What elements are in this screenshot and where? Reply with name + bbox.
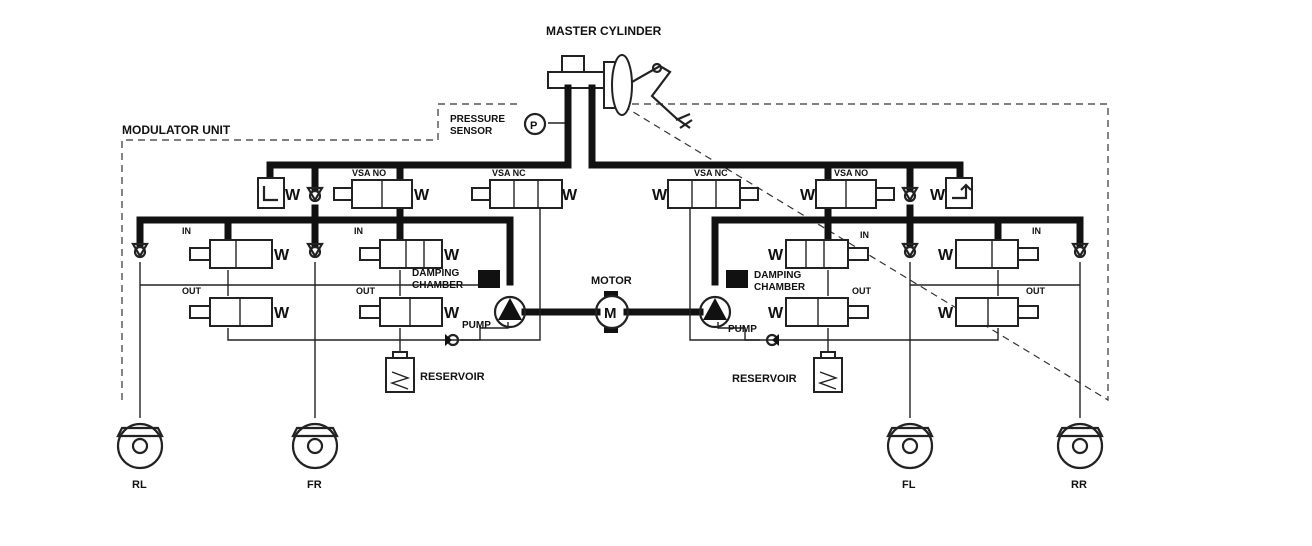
rr-inlet-valve	[955, 239, 1039, 269]
pressure-sensor-symbol: P	[530, 120, 537, 132]
fl-out-label: OUT	[852, 286, 872, 296]
spring-fr-inlet: W	[444, 247, 460, 264]
spring-fr-outlet: W	[444, 305, 460, 322]
fr-outlet-valve	[359, 297, 443, 327]
rr-wheel-brake	[1056, 422, 1104, 470]
left-pressure-switch	[257, 177, 285, 209]
left-pump	[493, 295, 527, 329]
return-lines	[139, 205, 1081, 418]
left-damping-label-2: CHAMBER	[412, 280, 464, 291]
left-vsa-nc-label: VSA NC	[492, 168, 526, 178]
wheel-label-fr: FR	[307, 479, 322, 491]
left-vsa-no-valve	[333, 179, 413, 209]
left-damping-chamber	[478, 270, 500, 288]
fr-check-valve	[306, 242, 324, 259]
master-cylinder	[547, 54, 693, 129]
rl-wheel-brake	[116, 422, 164, 470]
spring-rr-inlet: W	[938, 247, 954, 264]
fr-in-label: IN	[354, 226, 363, 236]
motor-label: MOTOR	[591, 275, 632, 287]
spring-rl-inlet: W	[274, 247, 290, 264]
spring-right-vsa-no: W	[800, 187, 816, 204]
spring-fl-inlet: W	[768, 247, 784, 264]
right-pump-check-valve	[765, 333, 779, 347]
rr-in-label: IN	[1032, 226, 1041, 236]
right-vsa-nc-valve	[667, 179, 759, 209]
master-cylinder-label: MASTER CYLINDER	[546, 24, 662, 38]
left-pump-label: PUMP	[462, 320, 491, 331]
fl-inlet-valve	[785, 239, 869, 269]
right-reservoir-label: RESERVOIR	[732, 373, 797, 385]
right-vsa-no-label: VSA NO	[834, 168, 868, 178]
left-damping-label-1: DAMPING	[412, 268, 459, 279]
pressure-sensor-label-1: PRESSURE	[450, 114, 505, 125]
left-reservoir	[385, 351, 415, 393]
spring-rr-outlet: W	[938, 305, 954, 322]
rr-out-label: OUT	[1026, 286, 1046, 296]
rl-in-label: IN	[182, 226, 191, 236]
rl-check-valve	[131, 242, 149, 259]
right-vsa-nc-label: VSA NC	[694, 168, 728, 178]
fr-inlet-valve	[359, 239, 443, 269]
wheel-label-rl: RL	[132, 479, 147, 491]
right-vsa-no-valve	[815, 179, 895, 209]
left-check-valve-top	[306, 186, 324, 203]
spring-left-pressure-switch: W	[285, 187, 301, 204]
fl-check-valve	[901, 242, 919, 259]
fl-in-label: IN	[860, 230, 869, 240]
left-reservoir-label: RESERVOIR	[420, 371, 485, 383]
right-reservoir	[813, 351, 843, 393]
left-vsa-nc-valve	[471, 179, 563, 209]
rl-outlet-valve	[189, 297, 273, 327]
rl-inlet-valve	[189, 239, 273, 269]
left-vsa-no-label: VSA NO	[352, 168, 386, 178]
right-damping-label-1: DAMPING	[754, 270, 801, 281]
pump-motor	[594, 291, 630, 333]
spring-right-pressure-switch: W	[930, 187, 946, 204]
right-pump-label: PUMP	[728, 324, 757, 335]
right-pressure-switch	[945, 177, 973, 209]
left-pump-check-valve	[445, 333, 460, 347]
rr-check-valve	[1071, 242, 1089, 259]
fr-out-label: OUT	[356, 286, 376, 296]
right-pump	[698, 295, 732, 329]
spring-fl-outlet: W	[768, 305, 784, 322]
fl-outlet-valve	[785, 297, 869, 327]
spring-left-vsa-nc: W	[562, 187, 578, 204]
motor-symbol: M	[604, 305, 617, 322]
fr-wheel-brake	[291, 422, 339, 470]
fl-wheel-brake	[886, 422, 934, 470]
right-check-valve-top	[901, 186, 919, 203]
right-damping-chamber	[726, 270, 748, 288]
pressure-sensor	[523, 112, 547, 136]
spring-left-vsa-no: W	[414, 187, 430, 204]
spring-rl-outlet: W	[274, 305, 290, 322]
rl-out-label: OUT	[182, 286, 202, 296]
wheel-label-fl: FL	[902, 479, 916, 491]
right-damping-label-2: CHAMBER	[754, 282, 806, 293]
modulator-unit-label: MODULATOR UNIT	[122, 123, 231, 137]
spring-right-vsa-nc: W	[652, 187, 668, 204]
pressure-sensor-label-2: SENSOR	[450, 126, 493, 137]
wheel-label-rr: RR	[1071, 479, 1087, 491]
rr-outlet-valve	[955, 297, 1039, 327]
